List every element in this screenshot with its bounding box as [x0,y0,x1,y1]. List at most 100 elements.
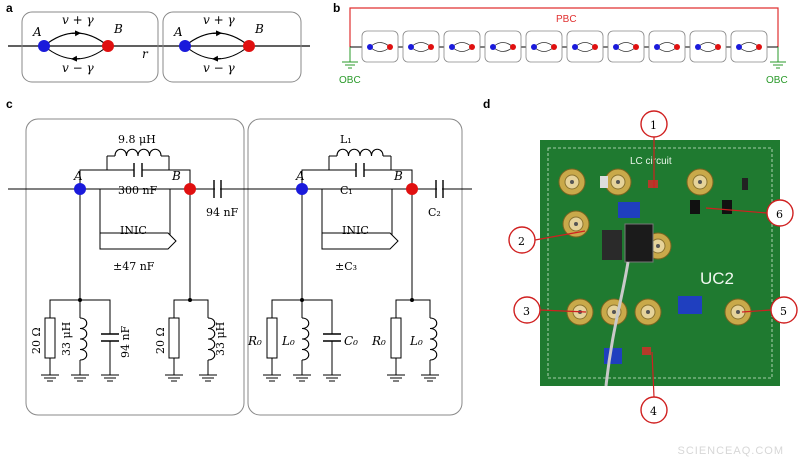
potentiometer [604,348,622,364]
label-node-a: A [295,169,305,183]
callout-number: 2 [518,235,525,248]
label-node-a: A [32,25,42,39]
callout-number: 6 [776,208,783,221]
chain-node-b [469,44,475,50]
label-node-b: B [254,22,264,36]
chain-node-b [551,44,557,50]
watermark: SCIENCEAQ.COM [677,445,784,457]
node-a-dot [74,183,86,195]
wire [301,156,330,189]
label-resistor-b: R₀ [371,334,386,348]
inic-block [99,232,177,250]
callout-number: 4 [650,405,657,418]
label-inductor: 9.8 μH [118,133,156,146]
callout-number: 3 [523,305,530,318]
chain-node-a [572,44,578,50]
node-b-dot [184,183,196,195]
chain-cell [607,30,645,63]
chain-node-a [531,44,537,50]
pcb-title: UC2 [700,269,734,288]
label-inductor: L₁ [340,133,352,146]
chain-node-b [592,44,598,50]
resistor-a [266,317,278,359]
chain-cell [730,30,768,63]
inductor-b [429,317,438,361]
pcb-header-text: LC circuit [630,156,672,167]
node-a-dot [179,40,191,52]
resistor-b [390,317,402,359]
node-b-dot [243,40,255,52]
wire [173,299,209,318]
panel-letter-c: c [6,97,13,111]
chain-node-b [715,44,721,50]
potentiometer [618,202,640,218]
panel-b-diagram: PBC OBC OBC [339,7,788,86]
label-backward: v − γ [62,61,94,75]
label-forward: v + γ [62,13,94,27]
label-node-a: A [73,169,83,183]
inductor-a [301,317,310,361]
callout-circle [770,296,798,324]
cap-gap [437,186,442,192]
label-node-b: B [393,169,403,183]
chain-node-b [510,44,516,50]
panel-letter-a: a [6,1,13,15]
node-b-dot [406,183,418,195]
chain-node-a [449,44,455,50]
node-b-dot [102,40,114,52]
callout-line [705,207,768,214]
label-node-b: B [113,22,123,36]
chain-cell [443,30,481,63]
panel-letter-d: d [483,97,491,111]
chain-cell [402,30,440,63]
callout-line [539,309,587,313]
label-inductor-b: 33 μH [214,322,227,356]
label-backward: v − γ [203,61,235,75]
bnc-connector-pin [612,310,616,314]
wire [391,189,398,242]
bnc-connector-pin [616,180,620,184]
label-forward: v + γ [203,13,235,27]
chain-node-a [736,44,742,50]
chain-node-b [428,44,434,50]
pbc-line [349,7,779,47]
resistor-b [168,317,180,359]
label-inductor-b: L₀ [409,334,423,348]
panel-a-diagram: A B v + γ v − γ r A B v + γ v − γ [8,11,310,83]
chain-node-b [387,44,393,50]
callout-circle [766,199,794,227]
label-capacitor: C₁ [340,184,353,197]
label-node-a: A [173,25,183,39]
label-capacitor: 300 nF [118,184,158,197]
callout-circle [640,396,668,424]
wire [390,156,413,189]
callout-circle [640,110,668,138]
label-inductor-a: L₀ [281,334,295,348]
label-capacitor-a: C₀ [344,334,358,348]
wire [168,156,191,189]
chain-cell [689,30,727,63]
callout-line [534,230,586,241]
label-distance: r [142,47,149,61]
obc-right-label: OBC [766,75,788,86]
callout-line [741,309,772,313]
chain-node-a [613,44,619,50]
chain-cell [648,30,686,63]
ic-socket [602,230,622,260]
label-coupling: C₂ [428,206,441,219]
label-resistor-a: 20 Ω [30,327,43,354]
callout-circle [513,296,541,324]
chain-node-a [695,44,701,50]
label-capacitor-a: 94 nF [119,325,132,358]
wire [169,189,176,242]
bnc-connector-pin [656,244,660,248]
callout-line [651,351,655,398]
chain-node-a [408,44,414,50]
label-inductor-a: 33 μH [60,322,73,356]
label-inic: INIC [120,224,147,237]
